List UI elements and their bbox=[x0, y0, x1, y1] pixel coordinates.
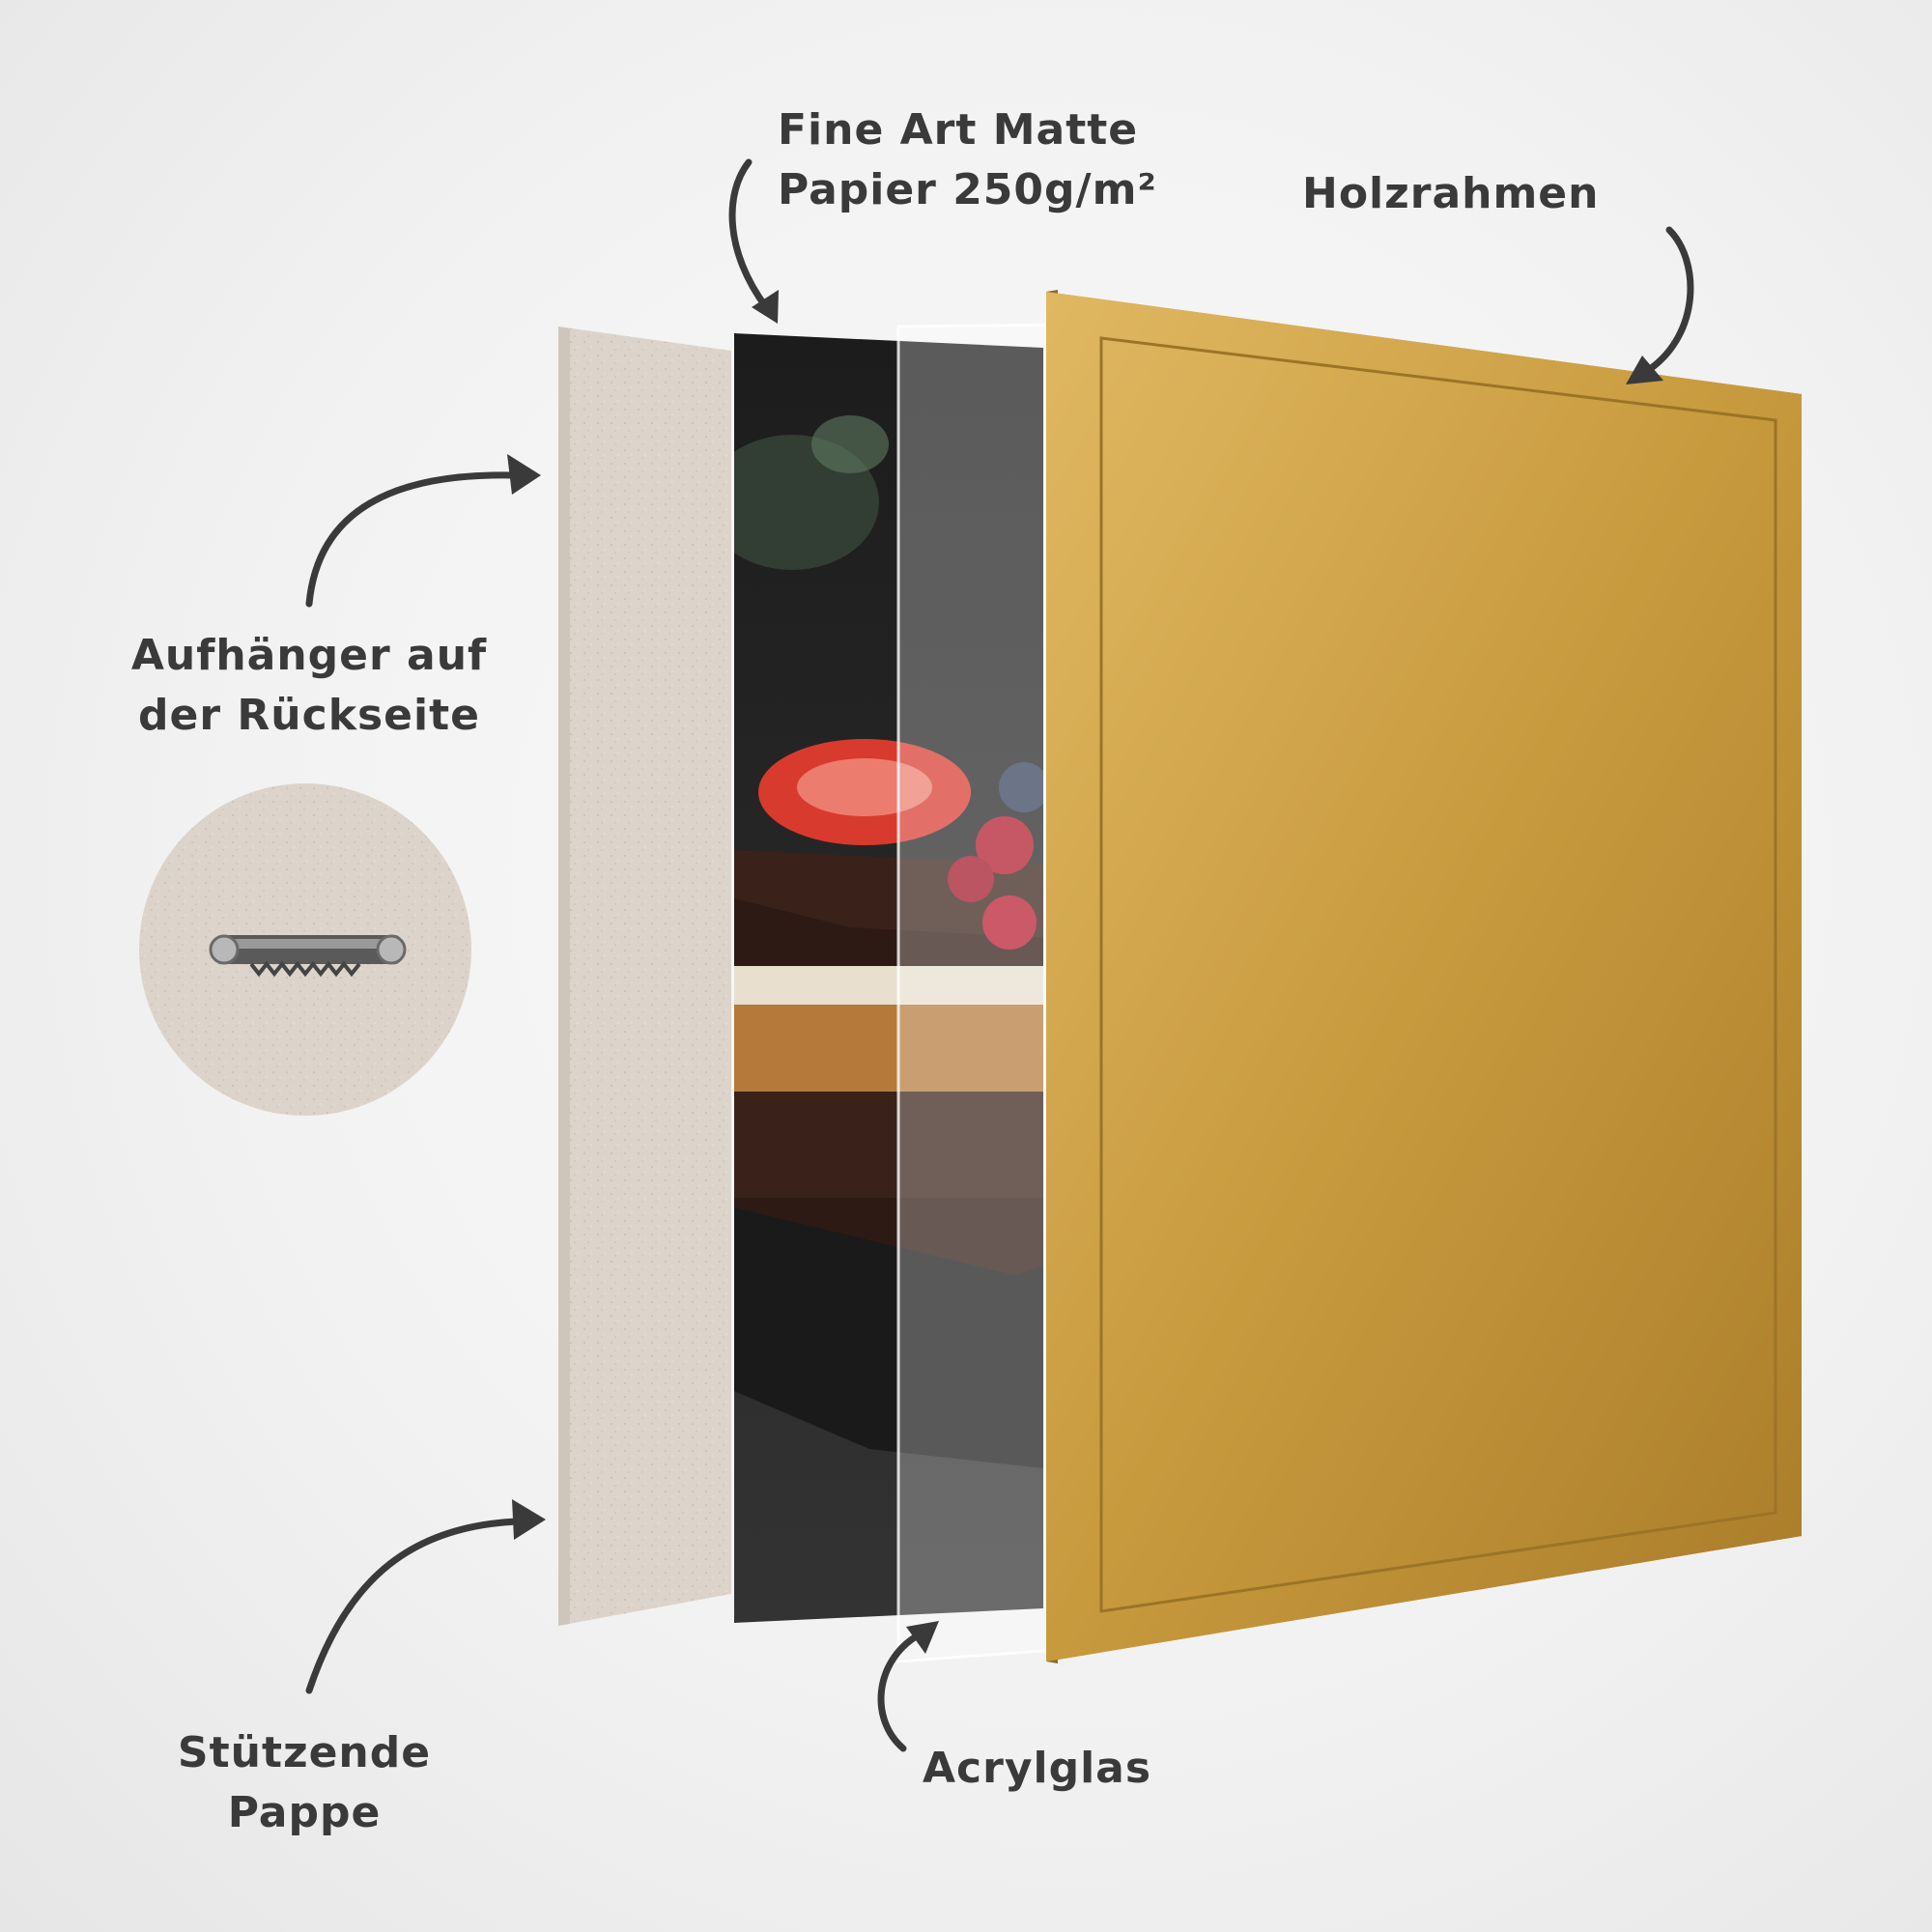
fine-art-paper-print bbox=[734, 333, 1043, 1623]
label-hanger: Aufhänger auf der Rückseite bbox=[106, 626, 512, 746]
support-board bbox=[558, 327, 731, 1626]
arrow-acrylic bbox=[877, 1632, 922, 1752]
arrow-board bbox=[305, 1518, 521, 1694]
label-acrylic-line1: Acrylglas bbox=[923, 1744, 1152, 1793]
label-supporting-board: Stützende Pappe bbox=[145, 1723, 464, 1843]
label-wooden-frame: Holzrahmen bbox=[1302, 164, 1599, 224]
arrowhead-frame bbox=[1626, 355, 1663, 384]
label-board-line2: Pappe bbox=[227, 1788, 382, 1837]
label-frame-line1: Holzrahmen bbox=[1302, 169, 1600, 218]
label-paper-line1: Fine Art Matte bbox=[778, 105, 1139, 155]
arrow-paper bbox=[728, 158, 770, 311]
label-board-line1: Stützende bbox=[177, 1728, 432, 1777]
arrowhead-paper bbox=[752, 290, 779, 324]
label-paper-line2: Papier 250g/m² bbox=[778, 165, 1157, 214]
hanger-detail-circle bbox=[139, 783, 471, 1116]
arrowhead-board bbox=[512, 1499, 546, 1540]
label-hanger-line1: Aufhänger auf bbox=[130, 631, 488, 680]
arrow-hanger bbox=[305, 471, 516, 608]
label-acrylic-glass: Acrylglas bbox=[923, 1739, 1151, 1799]
arrow-frame bbox=[1646, 226, 1694, 373]
arrowhead-hanger bbox=[507, 454, 541, 495]
label-hanger-line2: der Rückseite bbox=[138, 691, 480, 740]
arrowhead-acrylic bbox=[906, 1621, 939, 1654]
label-fine-art-paper: Fine Art Matte Papier 250g/m² bbox=[778, 100, 1157, 220]
